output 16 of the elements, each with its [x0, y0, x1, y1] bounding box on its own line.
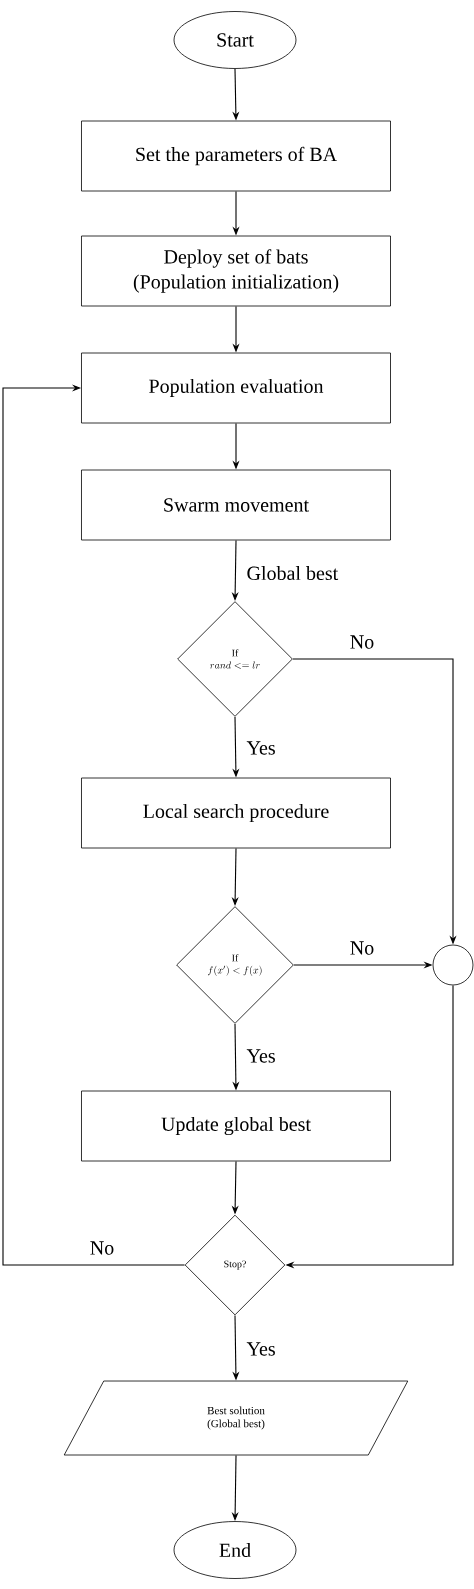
arrow: [2, 384, 186, 1266]
process-box: Set the parameters of BA: [81, 120, 391, 192]
edge-label: Yes: [245, 740, 277, 756]
edge-label: No: [88, 1240, 116, 1256]
process-box: Local search procedure: [81, 777, 391, 849]
edge-label: No: [348, 940, 376, 956]
process-box: Deploy set of bats (Population initialization): [81, 235, 391, 307]
process-box: Swarm movement: [81, 469, 391, 541]
edge-label: Yes: [245, 1341, 277, 1357]
connector-circle: [432, 944, 474, 986]
edge-label: Yes: [245, 1048, 277, 1064]
edge-label: No: [348, 634, 376, 650]
process-box: Population evaluation: [81, 352, 391, 424]
edge-label: Global best: [245, 564, 340, 582]
output-parallelogram: Best solution (Global best): [63, 1380, 409, 1456]
process-box: Update global best: [81, 1090, 391, 1162]
